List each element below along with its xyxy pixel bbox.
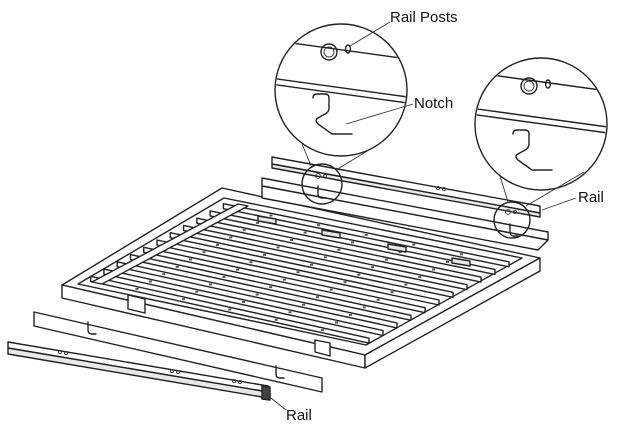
slat-fastener <box>255 293 259 296</box>
slat-fastener <box>446 260 449 263</box>
slat-fastener <box>175 265 179 268</box>
front-rail-upper <box>33 311 323 393</box>
slats <box>89 202 510 344</box>
label-notch: Notch <box>414 95 453 112</box>
slat-fastener <box>362 306 366 309</box>
label-rail-bottom: Rail <box>286 407 312 424</box>
slat-fastener <box>343 281 347 284</box>
slat-fastener <box>282 278 286 281</box>
label-rail-right: Rail <box>578 189 604 206</box>
slat-fastener <box>404 283 408 286</box>
slat-fastener <box>321 329 325 332</box>
slat-fastener <box>195 290 199 293</box>
slat-fastener <box>329 288 333 291</box>
slat-fastener <box>351 241 354 244</box>
slat-fastener <box>263 253 266 256</box>
slat-fastener <box>337 248 341 251</box>
slat-fastener <box>459 253 463 256</box>
slat-fastener <box>371 266 374 269</box>
slat-fastener <box>215 243 219 246</box>
slat-fastener <box>384 258 388 261</box>
front-rail-lower <box>7 341 271 401</box>
slat-fastener <box>364 233 368 236</box>
slat-fastener <box>269 214 273 217</box>
slat-fastener <box>290 239 293 241</box>
back-rail-upper <box>271 156 541 218</box>
slat-fastener <box>242 229 246 232</box>
slat-fastener <box>148 280 152 283</box>
slat-fastener <box>296 271 300 274</box>
slat-fastener <box>228 308 232 311</box>
magnified-detail-left <box>274 23 408 171</box>
slat-fastener <box>432 268 436 271</box>
support-block <box>451 257 471 267</box>
slat-fastener <box>269 286 273 289</box>
detail-marker-left <box>301 163 343 205</box>
slat-fastener <box>317 224 321 227</box>
slat-fastener <box>276 246 280 249</box>
slat-fastener <box>302 303 306 306</box>
slat-fastener <box>249 261 253 264</box>
slat-fastener <box>236 268 239 271</box>
magnified-detail-right <box>474 57 608 207</box>
slat-fastener <box>418 276 422 278</box>
slat-fastener <box>135 287 139 290</box>
center-beam <box>91 203 249 285</box>
label-rail-posts: Rail Posts <box>390 9 458 26</box>
support-block <box>321 229 341 239</box>
support-block <box>257 215 277 225</box>
slat-fastener <box>288 311 292 314</box>
slat-fastener <box>310 263 314 266</box>
slat-fastener <box>274 318 278 321</box>
slat-fastener <box>202 251 206 254</box>
slat-fastener <box>390 291 394 294</box>
slat-fastener <box>335 321 338 324</box>
slat-fastener <box>181 298 185 301</box>
support-block <box>387 243 407 253</box>
slat-fastener <box>209 283 212 286</box>
slat-fastener <box>162 273 166 276</box>
slat-fastener <box>256 221 260 224</box>
detail-marker-right <box>493 201 531 239</box>
slat-fastener <box>376 298 380 301</box>
slat-fastener <box>229 236 233 239</box>
slat-fastener <box>412 243 416 246</box>
slat-fastener <box>323 256 327 259</box>
slat-fastener <box>222 276 226 278</box>
slat-fastener <box>242 301 245 303</box>
slat-fastener <box>189 258 193 261</box>
slat-fastener <box>316 296 319 299</box>
slat-fastener <box>398 251 402 254</box>
back-rail-lower <box>261 177 549 251</box>
slat-fastener <box>348 313 352 316</box>
slat-fastener <box>303 231 307 234</box>
slat-fastener <box>357 273 361 276</box>
leader-lines <box>265 21 577 411</box>
